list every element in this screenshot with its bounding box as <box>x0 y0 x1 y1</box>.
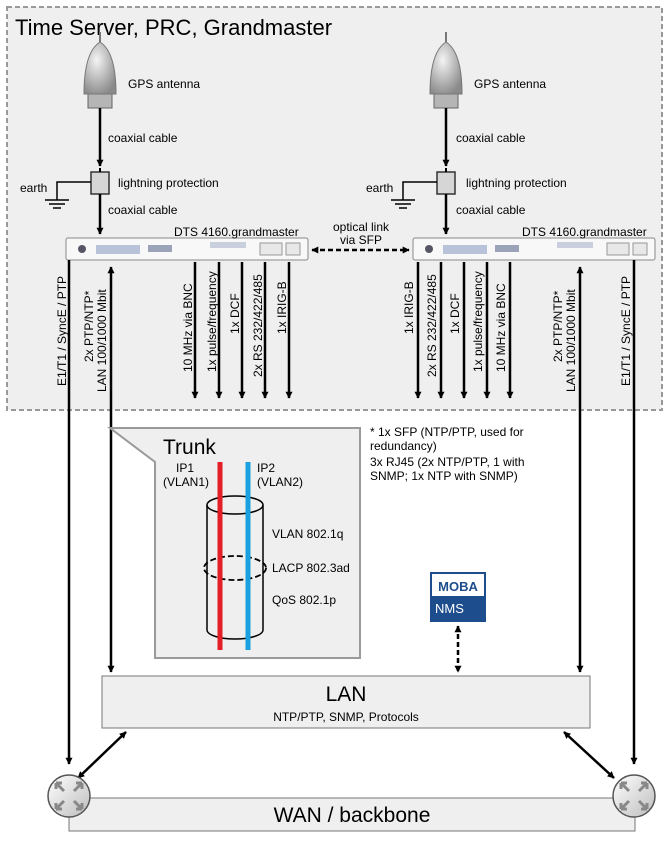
gps-antenna-label-right: GPS antenna <box>474 77 546 91</box>
left-output-label-2: 1x DCF <box>228 293 242 334</box>
footnote-line-2: 3x RJ45 (2x NTP/PTP, 1 with <box>370 455 525 469</box>
footnote-line-0: * 1x SFP (NTP/PTP, used for <box>370 425 524 439</box>
coaxial-cable-top-right: coaxial cable <box>456 131 526 145</box>
dts-device-icon-right <box>412 237 656 261</box>
footnote: * 1x SFP (NTP/PTP, used for redundancy) … <box>370 425 525 483</box>
left-output-label-4: 1x IRIG-B <box>275 281 289 334</box>
section-title: Time Server, PRC, Grandmaster <box>15 15 332 40</box>
coaxial-cable-bottom-left: coaxial cable <box>108 203 178 217</box>
gps-antenna-icon-left <box>83 32 117 109</box>
device-label-right: DTS 4160.grandmaster <box>522 225 647 239</box>
earth-ground-icon-left <box>45 181 91 209</box>
right-output-label-2: 1x DCF <box>448 293 462 334</box>
wan-title: WAN / backbone <box>274 804 431 827</box>
gps-antenna-label-left: GPS antenna <box>128 77 200 91</box>
router-icon-left <box>47 774 91 818</box>
trunk-vlan-label: VLAN 802.1q <box>272 527 343 541</box>
lightning-protection-icon-left <box>90 168 110 195</box>
trunk-lacp-label: LACP 802.3ad <box>272 561 350 575</box>
right-output-label-4: 10 MHz via BNC <box>494 283 508 372</box>
left-port-lan-line2: LAN 100/1000 Mbit <box>95 289 109 392</box>
lightning-protection-label-left: lightning protection <box>118 176 219 190</box>
right-port-lan-line1: 2x PTP/NTP* <box>551 290 565 362</box>
footnote-line-1: redundancy) <box>370 439 437 453</box>
left-output-label-3: 2x RS 232/422/485 <box>251 274 265 377</box>
left-outputs: 10 MHz via BNC 1x pulse/frequency 1x DCF… <box>181 262 293 399</box>
lightning-protection-icon-right <box>436 168 456 195</box>
footnote-line-3: SNMP; 1x NTP with SNMP) <box>370 469 518 483</box>
lan-router-link-right <box>563 731 615 779</box>
nms-line2: NMS <box>435 601 464 616</box>
lan-subtitle: NTP/PTP, SNMP, Protocols <box>273 710 419 724</box>
lan-title: LAN <box>326 683 367 706</box>
optical-link-label-line2: via SFP <box>340 233 382 247</box>
coaxial-cable-top-left: coaxial cable <box>108 131 178 145</box>
right-outputs: 1x IRIG-B 2x RS 232/422/485 1x DCF 1x pu… <box>402 262 514 399</box>
dts-device-icon-left <box>65 237 309 261</box>
trunk-callout: Trunk IP1 (VLAN1) IP2 (VLAN2) VLAN 802.1… <box>107 427 361 659</box>
coaxial-cable-bottom-right: coaxial cable <box>456 203 526 217</box>
earth-ground-icon-right <box>391 181 437 209</box>
moba-nms-icon: MOBA NMS <box>430 572 486 622</box>
left-port-e1-label: E1/T1 / SyncE / PTP <box>55 276 69 386</box>
trunk-title: Trunk <box>163 436 216 459</box>
trunk-ip2: IP2 <box>257 461 275 475</box>
time-server-area <box>6 6 663 411</box>
trunk-ip1: IP1 <box>176 461 194 475</box>
right-port-e1-label: E1/T1 / SyncE / PTP <box>619 276 633 386</box>
lan-router-link-left <box>77 731 127 779</box>
earth-label-right: earth <box>366 181 393 195</box>
right-port-lan-line2: LAN 100/1000 Mbit <box>564 289 578 392</box>
earth-label-left: earth <box>20 181 47 195</box>
right-output-label-3: 1x pulse/frequency <box>471 271 485 372</box>
trunk-vlan2: (VLAN2) <box>257 475 303 489</box>
wan-box <box>68 797 636 832</box>
trunk-vlan1: (VLAN1) <box>163 475 209 489</box>
right-output-label-1: 2x RS 232/422/485 <box>425 274 439 377</box>
lightning-protection-label-right: lightning protection <box>466 176 567 190</box>
lan-box <box>101 675 591 729</box>
left-port-lan-line1: 2x PTP/NTP* <box>82 290 96 362</box>
left-output-label-1: 1x pulse/frequency <box>205 271 219 372</box>
left-output-label-0: 10 MHz via BNC <box>181 283 195 372</box>
device-label-left: DTS 4160.grandmaster <box>174 225 299 239</box>
router-icon-right <box>612 774 656 818</box>
nms-line1: MOBA <box>438 579 478 594</box>
optical-link-label-line1: optical link <box>333 220 390 234</box>
trunk-qos-label: QoS 802.1p <box>272 593 336 607</box>
right-output-label-0: 1x IRIG-B <box>402 281 416 334</box>
